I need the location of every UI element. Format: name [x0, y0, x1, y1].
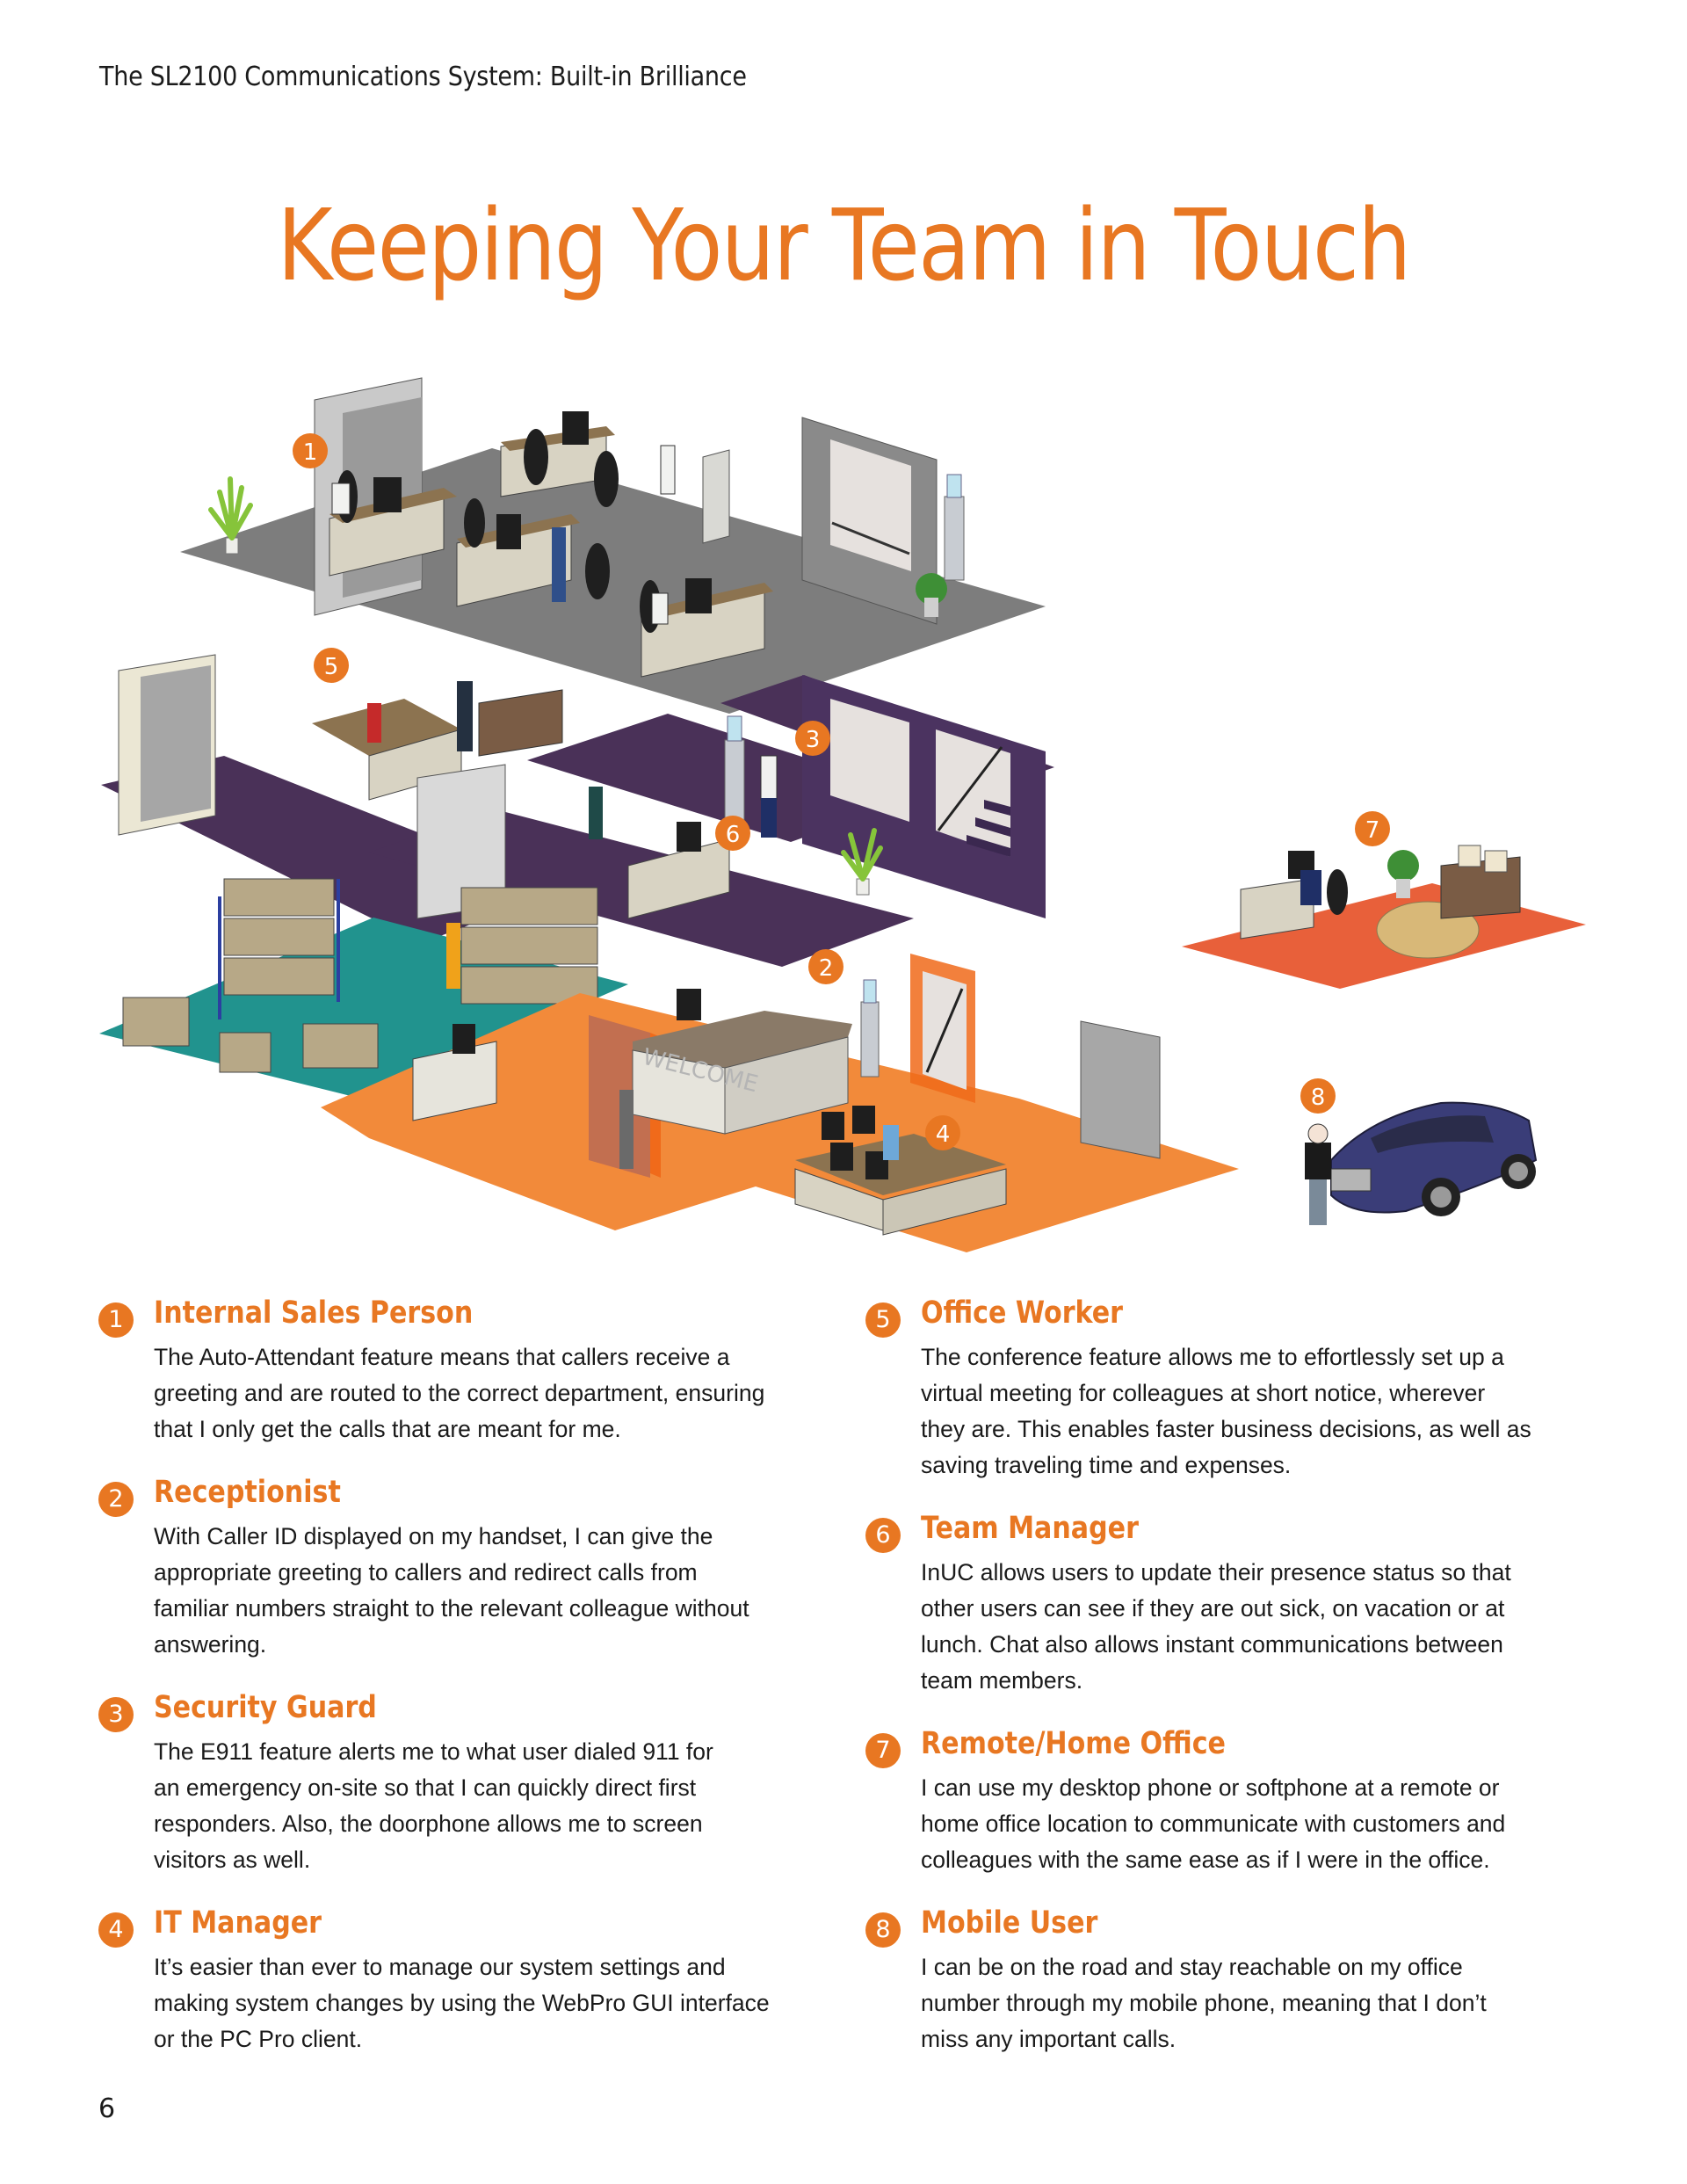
- page-title: Keeping Your Team in Touch: [277, 189, 1411, 303]
- item-heading: IT Manager: [154, 1905, 322, 1941]
- item-heading: Internal Sales Person: [154, 1295, 474, 1331]
- item-heading: Receptionist: [154, 1475, 341, 1510]
- page-number: 6: [98, 2093, 116, 2124]
- item-heading: Remote/Home Office: [921, 1726, 1226, 1761]
- item-description: I can be on the road and stay reachable …: [921, 1954, 1487, 2052]
- warehouse-floor: [99, 878, 628, 1099]
- item-description: InUC allows users to update their presen…: [921, 1559, 1511, 1694]
- item-description: The E911 feature alerts me to what user …: [154, 1738, 713, 1873]
- svg-text:6: 6: [726, 822, 741, 848]
- number-badge-icon: 5: [865, 1302, 901, 1338]
- item-heading: Team Manager: [921, 1511, 1139, 1546]
- callout-7: 7: [1355, 811, 1390, 846]
- svg-text:1: 1: [303, 439, 318, 466]
- number-badge-icon: 3: [98, 1697, 134, 1732]
- number-badge-icon: 4: [98, 1912, 134, 1948]
- svg-text:2: 2: [819, 955, 834, 982]
- item-description: With Caller ID displayed on my handset, …: [154, 1523, 749, 1658]
- top-office-floor: [180, 377, 1046, 714]
- office-illustration: WELCOME: [99, 377, 1586, 1252]
- item-heading: Mobile User: [921, 1905, 1098, 1941]
- callout-8: 8: [1300, 1078, 1336, 1114]
- item-heading: Office Worker: [921, 1295, 1124, 1331]
- callout-4: 4: [925, 1115, 960, 1150]
- plant-icon: [208, 476, 253, 555]
- callout-6: 6: [715, 816, 750, 851]
- item-description: The conference feature allows me to effo…: [921, 1344, 1531, 1478]
- svg-text:4: 4: [936, 1121, 951, 1148]
- number-badge-icon: 8: [865, 1912, 901, 1948]
- callout-2: 2: [808, 949, 844, 984]
- number-badge-icon: 1: [98, 1302, 134, 1338]
- middle-office-floor: [101, 654, 1054, 967]
- item-description: It’s easier than ever to manage our syst…: [154, 1954, 770, 2052]
- reception-floor: WELCOME: [321, 954, 1239, 1252]
- running-header: The SL2100 Communications System: Built-…: [99, 62, 747, 92]
- svg-text:3: 3: [806, 727, 821, 753]
- number-badge-icon: 7: [865, 1733, 901, 1768]
- mobile-user-car: [1305, 1101, 1538, 1225]
- item-description: The Auto-Attendant feature means that ca…: [154, 1344, 765, 1442]
- callout-5: 5: [314, 648, 349, 683]
- item-heading: Security Guard: [154, 1690, 377, 1725]
- callout-3: 3: [795, 721, 830, 756]
- svg-text:5: 5: [324, 654, 339, 680]
- item-description: I can use my desktop phone or softphone …: [921, 1774, 1506, 1873]
- svg-text:7: 7: [1365, 817, 1380, 844]
- callout-1: 1: [293, 433, 328, 468]
- svg-text:8: 8: [1311, 1085, 1326, 1111]
- number-badge-icon: 2: [98, 1482, 134, 1517]
- home-office-floor: [1182, 845, 1586, 989]
- number-badge-icon: 6: [865, 1518, 901, 1553]
